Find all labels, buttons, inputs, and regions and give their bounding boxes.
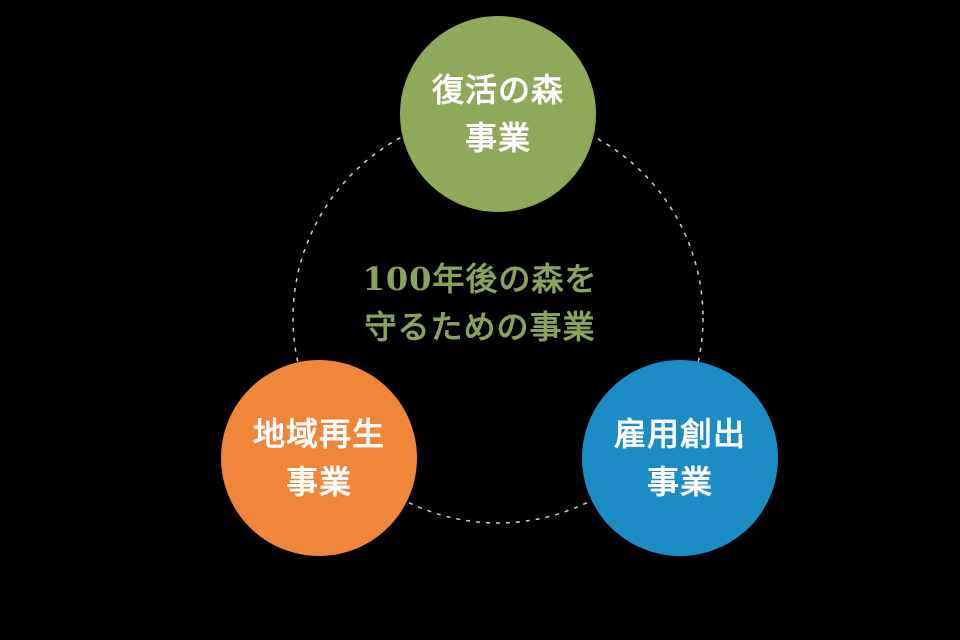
center-caption-line2: 守るための事業: [364, 308, 596, 346]
node-regional-revitalization-line1: 地域再生: [252, 415, 385, 453]
center-caption: 100年後の森を 守るための事業: [330, 255, 630, 351]
node-forest-revival: 復活の森 事業: [400, 16, 596, 212]
node-regional-revitalization: 地域再生 事業: [221, 360, 417, 556]
node-job-creation-line1: 雇用創出: [613, 415, 746, 453]
node-job-creation: 雇用創出 事業: [582, 360, 778, 556]
dashed-ring-circle: [292, 112, 704, 524]
node-job-creation-line2: 事業: [646, 463, 713, 501]
center-caption-line1: 100年後の森を: [362, 260, 598, 298]
node-regional-revitalization-line2: 事業: [285, 463, 352, 501]
node-forest-revival-line1: 復活の森: [431, 71, 564, 109]
node-forest-revival-line2: 事業: [464, 119, 531, 157]
